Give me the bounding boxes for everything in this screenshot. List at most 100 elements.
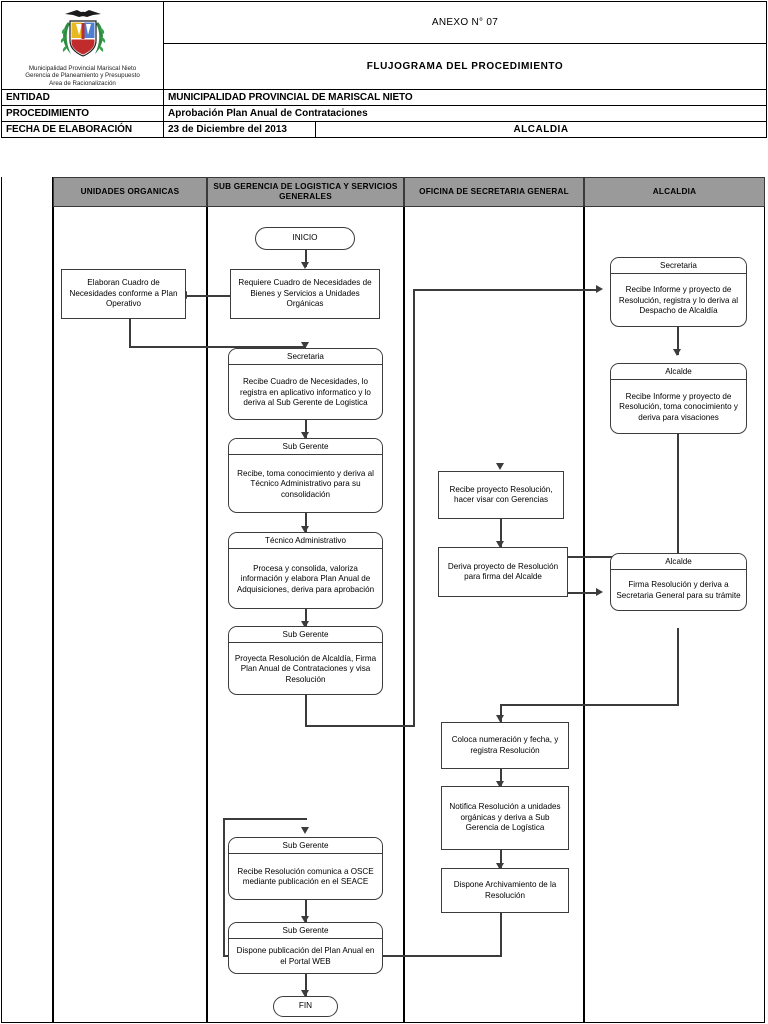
connector-dispone-to-osce xyxy=(223,818,307,820)
node-recibe-proyecto-resolucion[interactable]: Recibe proyecto Resolución, hacer visar … xyxy=(438,471,564,519)
node-tecnico-administrativo[interactable]: Técnico Administrativo Procesa y consoli… xyxy=(228,532,383,609)
arrowhead-notifica-to-dispone xyxy=(496,863,504,870)
node-title: Secretaria xyxy=(229,349,382,366)
node-subgerente-recibe[interactable]: Sub Gerente Recibe, toma conocimiento y … xyxy=(228,438,383,513)
node-coloca-numeracion[interactable]: Coloca numeración y fecha, y registra Re… xyxy=(441,722,569,769)
connector-alcalde-left xyxy=(501,556,679,558)
connector-osce-to-portal xyxy=(305,900,307,922)
arrowhead-secretaria-to-alcalde xyxy=(673,349,681,356)
lane-header-sub-gerencia-logistica: SUB GERENCIA DE LOGISTICA Y SERVICIOS GE… xyxy=(207,177,404,207)
node-secretaria-alcaldia[interactable]: Secretaria Recibe Informe y proyecto de … xyxy=(610,257,747,327)
connector-elaboran-right xyxy=(129,346,306,348)
arrowhead-tecnico-to-proyecta xyxy=(301,621,309,628)
node-requiere-cuadro[interactable]: Requiere Cuadro de Necesidades de Bienes… xyxy=(230,269,380,319)
node-inicio[interactable]: INICIO xyxy=(255,227,355,250)
connector-inicio-to-requiere xyxy=(305,249,307,267)
connector-secretaria-to-alcalde xyxy=(677,327,679,355)
arrowhead-subgerente-to-tecnico xyxy=(301,526,309,533)
arrowhead-inicio-to-requiere xyxy=(301,262,309,269)
logo-line-1: Municipalidad Provincial Mariscal Nieto xyxy=(28,65,137,72)
connector-portal-to-fin xyxy=(305,974,307,996)
connector-proyecta-down xyxy=(305,695,307,727)
document-header-table: Municipalidad Provincial Mariscal Nieto … xyxy=(1,1,767,138)
node-title: Alcalde xyxy=(611,364,746,381)
value-fecha: 23 de Diciembre del 2013 xyxy=(163,120,316,138)
connector-subgerente-to-tecnico xyxy=(305,513,307,532)
connector-proyecta-up xyxy=(413,289,415,727)
node-body: Firma Resolución y deriva a Secretaria G… xyxy=(616,580,741,600)
connector-proyecta-right xyxy=(305,725,415,727)
node-body: Procesa y consolida, valoriza informació… xyxy=(236,563,375,594)
label-procedimiento: PROCEDIMIENTO xyxy=(1,104,164,122)
node-deriva-proyecto-resolucion[interactable]: Deriva proyecto de Resolución para firma… xyxy=(438,547,568,597)
node-secretaria-recibe-cuadro[interactable]: Secretaria Recibe Cuadro de Necesidades,… xyxy=(228,348,383,420)
arrowhead-to-secretaria-logistica xyxy=(301,342,309,349)
connector-secretaria-to-subgerente xyxy=(305,420,307,438)
label-entidad: ENTIDAD xyxy=(1,88,164,106)
document-title: FLUJOGRAMA DEL PROCEDIMIENTO xyxy=(163,42,767,90)
node-dispone-archivamiento[interactable]: Dispone Archivamiento de la Resolución xyxy=(441,868,569,913)
connector-to-secretaria-alcaldia xyxy=(413,289,599,291)
node-body: Recibe Informe y proyecto de Resolución,… xyxy=(618,285,739,316)
connector-requiere-to-elaboran xyxy=(186,295,250,297)
connector-dispone-up xyxy=(223,818,225,957)
node-alcalde-recibe[interactable]: Alcalde Recibe Informe y proyecto de Res… xyxy=(610,363,747,434)
node-body: Recibe Resolución comunica a OSCE median… xyxy=(237,866,374,887)
node-body: Proyecta Resolución de Alcaldía, Firma P… xyxy=(234,653,377,684)
value-entidad: MUNICIPALIDAD PROVINCIAL DE MARISCAL NIE… xyxy=(163,88,767,106)
arrowhead-recibe-to-deriva xyxy=(496,541,504,548)
value-procedimiento: Aprobación Plan Anual de Contrataciones xyxy=(163,104,767,122)
node-title: Técnico Administrativo xyxy=(229,533,382,550)
arrowhead-osce-to-portal xyxy=(301,916,309,923)
node-subgerente-proyecta[interactable]: Sub Gerente Proyecta Resolución de Alcal… xyxy=(228,626,383,695)
node-title: Sub Gerente xyxy=(229,923,382,940)
logo-cell: Municipalidad Provincial Mariscal Nieto … xyxy=(1,1,164,90)
connector-firma-down xyxy=(677,628,679,706)
logo-line-2: Gerencia de Planeamiento y Presupuesto xyxy=(25,72,140,80)
value-alcaldia-header: ALCALDIA xyxy=(315,120,767,138)
node-body: Recibe Informe y proyecto de Resolución,… xyxy=(619,391,738,422)
connector-alcalde-down xyxy=(677,434,679,558)
arrowhead-coloca-to-notifica xyxy=(496,781,504,788)
node-alcalde-firma[interactable]: Alcalde Firma Resolución y deriva a Secr… xyxy=(610,553,747,611)
node-elaboran-cuadro[interactable]: Elaboran Cuadro de Necesidades conforme … xyxy=(61,269,186,319)
node-body: Dispone publicación del Plan Anual en el… xyxy=(236,946,375,966)
node-subgerente-osce[interactable]: Sub Gerente Recibe Resolución comunica a… xyxy=(228,837,383,900)
lane-header-alcaldia: ALCALDIA xyxy=(584,177,765,207)
arrowhead-to-secretaria-alcaldia xyxy=(596,285,603,293)
node-title: Alcalde xyxy=(611,554,746,571)
arrowhead-portal-to-fin xyxy=(301,990,309,997)
connector-firma-to-coloca xyxy=(500,704,502,722)
node-subgerente-portal-web[interactable]: Sub Gerente Dispone publicación del Plan… xyxy=(228,922,383,974)
node-body: Recibe, toma conocimiento y deriva al Té… xyxy=(237,468,374,499)
arrowhead-deriva-to-alcalde-firma xyxy=(596,588,603,596)
arrowhead-firma-to-coloca xyxy=(496,715,504,722)
left-margin-column xyxy=(1,177,53,1023)
arrowhead-to-recibe-proyecto xyxy=(496,463,504,470)
connector-recibe-to-deriva xyxy=(500,519,502,547)
node-title: Secretaria xyxy=(611,258,746,275)
arrowhead-dispone-to-osce xyxy=(301,827,309,834)
connector-deriva-to-alcalde-firma xyxy=(568,592,599,594)
node-notifica-resolucion[interactable]: Notifica Resolución a unidades orgánicas… xyxy=(441,786,569,850)
municipal-coat-of-arms-icon xyxy=(60,10,105,57)
label-fecha: FECHA DE ELABORACIÓN xyxy=(1,120,164,138)
node-body: Recibe Cuadro de Necesidades, lo registr… xyxy=(240,377,371,408)
lane-header-unidades-organicas: UNIDADES ORGANICAS xyxy=(53,177,207,207)
connector-dispone-down xyxy=(500,913,502,957)
connector-elaboran-down xyxy=(129,318,131,348)
connector-notifica-to-dispone xyxy=(500,850,502,868)
anexo-title: ANEXO N° 07 xyxy=(163,1,767,44)
node-title: Sub Gerente xyxy=(229,838,382,855)
swimlane-area: UNIDADES ORGANICAS SUB GERENCIA DE LOGIS… xyxy=(1,177,766,1023)
node-title: Sub Gerente xyxy=(229,627,382,644)
arrowhead-secretaria-to-subgerente xyxy=(301,432,309,439)
connector-tecnico-to-proyecta xyxy=(305,609,307,626)
connector-coloca-to-notifica xyxy=(500,769,502,786)
lane-body-alcaldia xyxy=(584,207,765,1023)
node-title: Sub Gerente xyxy=(229,439,382,456)
node-fin[interactable]: FIN xyxy=(273,996,338,1017)
logo-line-3: Area de Racionalización xyxy=(49,79,116,87)
lane-header-secretaria-general: OFICINA DE SECRETARIA GENERAL xyxy=(404,177,584,207)
